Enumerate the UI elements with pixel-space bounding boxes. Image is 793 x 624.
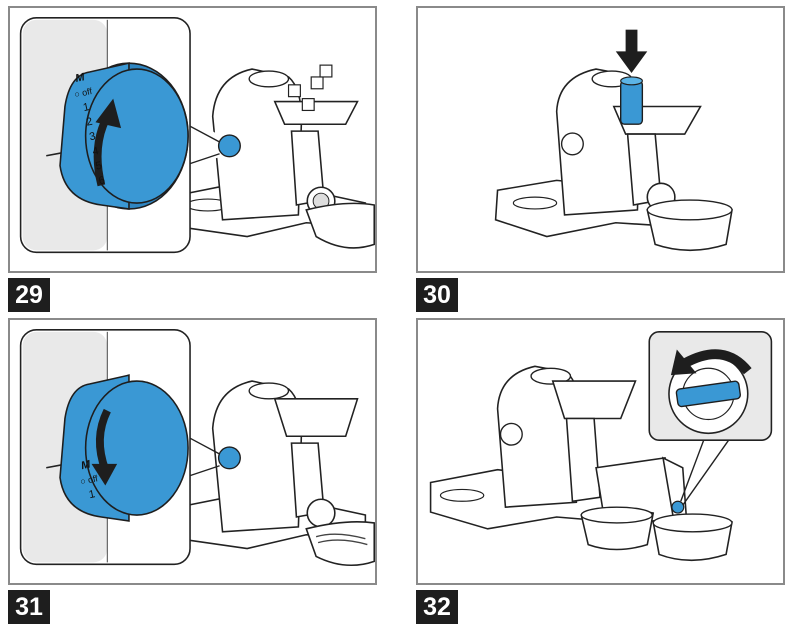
step-29-illustration: M ○ off 1 2 3 4 5 6 bbox=[8, 6, 377, 273]
step-31-drawing bbox=[19, 329, 375, 567]
step-number-29: 29 bbox=[8, 278, 50, 312]
curved-turn-arrow bbox=[682, 349, 752, 375]
down-arrow bbox=[615, 29, 648, 74]
step-number-32: 32 bbox=[416, 590, 458, 624]
step-31-illustration: M ○ off 1 bbox=[8, 318, 377, 585]
step-32-drawing bbox=[429, 331, 773, 562]
step-30-illustration bbox=[416, 6, 785, 273]
step-30-drawing bbox=[494, 29, 733, 252]
step-29-drawing bbox=[19, 17, 375, 254]
step-number-30: 30 bbox=[416, 278, 458, 312]
step-32-illustration bbox=[416, 318, 785, 585]
step-number-31: 31 bbox=[8, 590, 50, 624]
